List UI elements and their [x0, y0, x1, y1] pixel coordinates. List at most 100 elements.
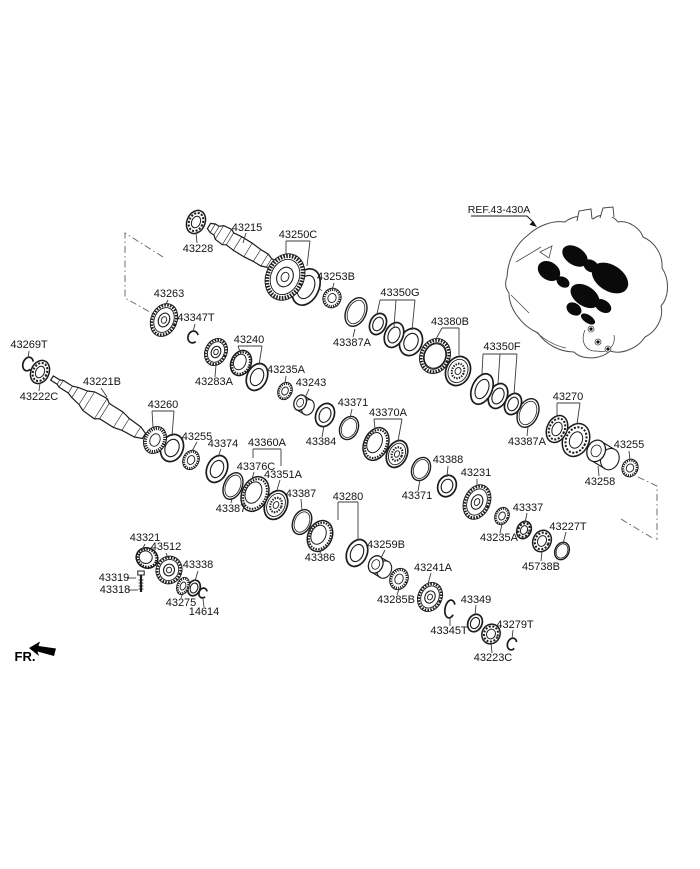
part-number-label: 43243 — [296, 377, 327, 389]
label-leader-line — [352, 328, 356, 338]
input-shaft-43215-step — [209, 223, 216, 233]
part-43240-cone — [229, 349, 253, 377]
part-43280-outer-ring — [345, 538, 369, 568]
label-leader-line — [258, 345, 263, 366]
label-leader-line — [321, 425, 325, 438]
part-43275-bearing — [176, 576, 190, 596]
case-bump — [576, 208, 593, 222]
case-gear-silhouette — [580, 313, 596, 325]
label-leader-line — [411, 299, 416, 331]
label-leader-line — [397, 418, 403, 442]
axis-dashdot-line — [637, 476, 658, 540]
case-detail-line — [582, 329, 615, 353]
label-leader-line — [396, 588, 400, 596]
label-leader-line — [427, 572, 432, 585]
part-43350F-ring-1 — [469, 372, 495, 406]
case-detail-line — [515, 246, 542, 263]
part-number-label: 43285B — [377, 594, 415, 606]
part-43279T-snap-ring — [506, 637, 518, 651]
case-gear-silhouette — [594, 298, 612, 314]
case-detail-line — [510, 294, 530, 314]
label-leader-line — [481, 353, 484, 375]
label-leader-line — [376, 299, 381, 315]
part-number-label: 43350G — [380, 287, 419, 299]
label-leader-line — [306, 240, 311, 267]
part-43259B-bushing — [367, 555, 393, 579]
output-shaft-43221B-step — [94, 398, 108, 420]
part-43386-bearing-cone — [306, 519, 334, 553]
part-number-label: 43221B — [83, 376, 121, 388]
part-43350G-ring-2 — [383, 321, 405, 349]
case-gear-silhouette — [591, 262, 629, 294]
part-number-label: 43371 — [338, 397, 369, 409]
part-number-label: 43387A — [333, 337, 372, 349]
part-43250C-gear — [264, 253, 306, 301]
part-number-label: 43283A — [195, 376, 234, 388]
part-43227T-oring — [553, 541, 571, 561]
part-43512-final-gear — [155, 555, 183, 585]
part-number-label: 43338 — [183, 559, 214, 571]
label-leader-line — [597, 465, 600, 477]
part-number-label: 43258 — [585, 476, 616, 488]
part-43388-ring — [436, 474, 458, 498]
input-shaft-43215-step — [260, 253, 269, 267]
label-leader-line — [165, 552, 169, 559]
part-43384-ring — [314, 402, 336, 428]
ref-43-430a-label: REF.43-430A — [468, 204, 530, 216]
case-gear-silhouette — [562, 245, 588, 267]
part-number-label: 43380B — [431, 316, 469, 328]
part-43350F-ring-3 — [503, 392, 523, 416]
part-number-label: 45738B — [522, 561, 560, 573]
axis-dashdot-line — [124, 232, 164, 317]
part-number-label: 43360A — [248, 437, 287, 449]
label-leader-line — [151, 410, 154, 428]
part-number-label: 43337 — [513, 502, 544, 514]
label-leader-line — [38, 382, 41, 392]
label-leader-line — [417, 479, 421, 492]
label-leader-line — [499, 523, 503, 534]
label-leader-line — [562, 531, 567, 545]
part-number-label: 14614 — [189, 606, 220, 618]
label-leader-line — [373, 418, 376, 430]
part-43376C-ring — [240, 475, 270, 513]
part-43387A-1-oring — [344, 297, 368, 327]
part-43228-bearing — [185, 209, 207, 235]
label-leader-line — [540, 550, 543, 562]
part-number-label: 43275 — [166, 597, 197, 609]
part-43222C-bearing — [29, 359, 51, 385]
part-number-label: 43222C — [20, 391, 59, 403]
part-number-label: 43253B — [317, 271, 355, 283]
part-number-label: 43250C — [279, 229, 318, 241]
label-leader-line — [349, 408, 353, 419]
part-number-label: 43223C — [474, 652, 513, 664]
label-leader-line — [27, 350, 30, 359]
label-leader-line — [446, 465, 449, 478]
input-shaft-43215-step — [222, 229, 232, 245]
ref-callout: REF.43-430A — [468, 204, 537, 227]
axis-dashdot-line — [620, 518, 655, 540]
part-number-label: 43231 — [461, 467, 492, 479]
shafts-group — [49, 222, 287, 440]
part-number-label: 43241A — [414, 562, 453, 574]
output-shaft-43221B-step — [56, 379, 61, 385]
label-leader-line — [217, 448, 222, 458]
part-43235A-1-needle-bearing — [277, 381, 293, 401]
part-43345T-snap-ring — [443, 599, 456, 619]
part-number-label: 43269T — [10, 339, 48, 351]
part-number-label: 43263 — [154, 288, 185, 300]
label-leader-line — [331, 282, 335, 291]
input-shaft-43215-step — [266, 258, 272, 268]
part-43380B-ring-gear — [419, 338, 451, 374]
part-43241A-gear — [417, 582, 443, 612]
label-leader-line — [251, 471, 255, 480]
part-number-label: 43279T — [496, 619, 534, 631]
part-43270-bearing-outer — [561, 422, 591, 458]
part-number-label: 43370A — [369, 407, 408, 419]
label-leader-line — [304, 388, 310, 399]
label-leader-line — [191, 441, 198, 452]
label-leader-line — [230, 497, 233, 504]
part-number-label: 43215 — [232, 222, 263, 234]
part-43263-gear — [149, 303, 179, 337]
ref-arrow-head — [529, 220, 537, 227]
